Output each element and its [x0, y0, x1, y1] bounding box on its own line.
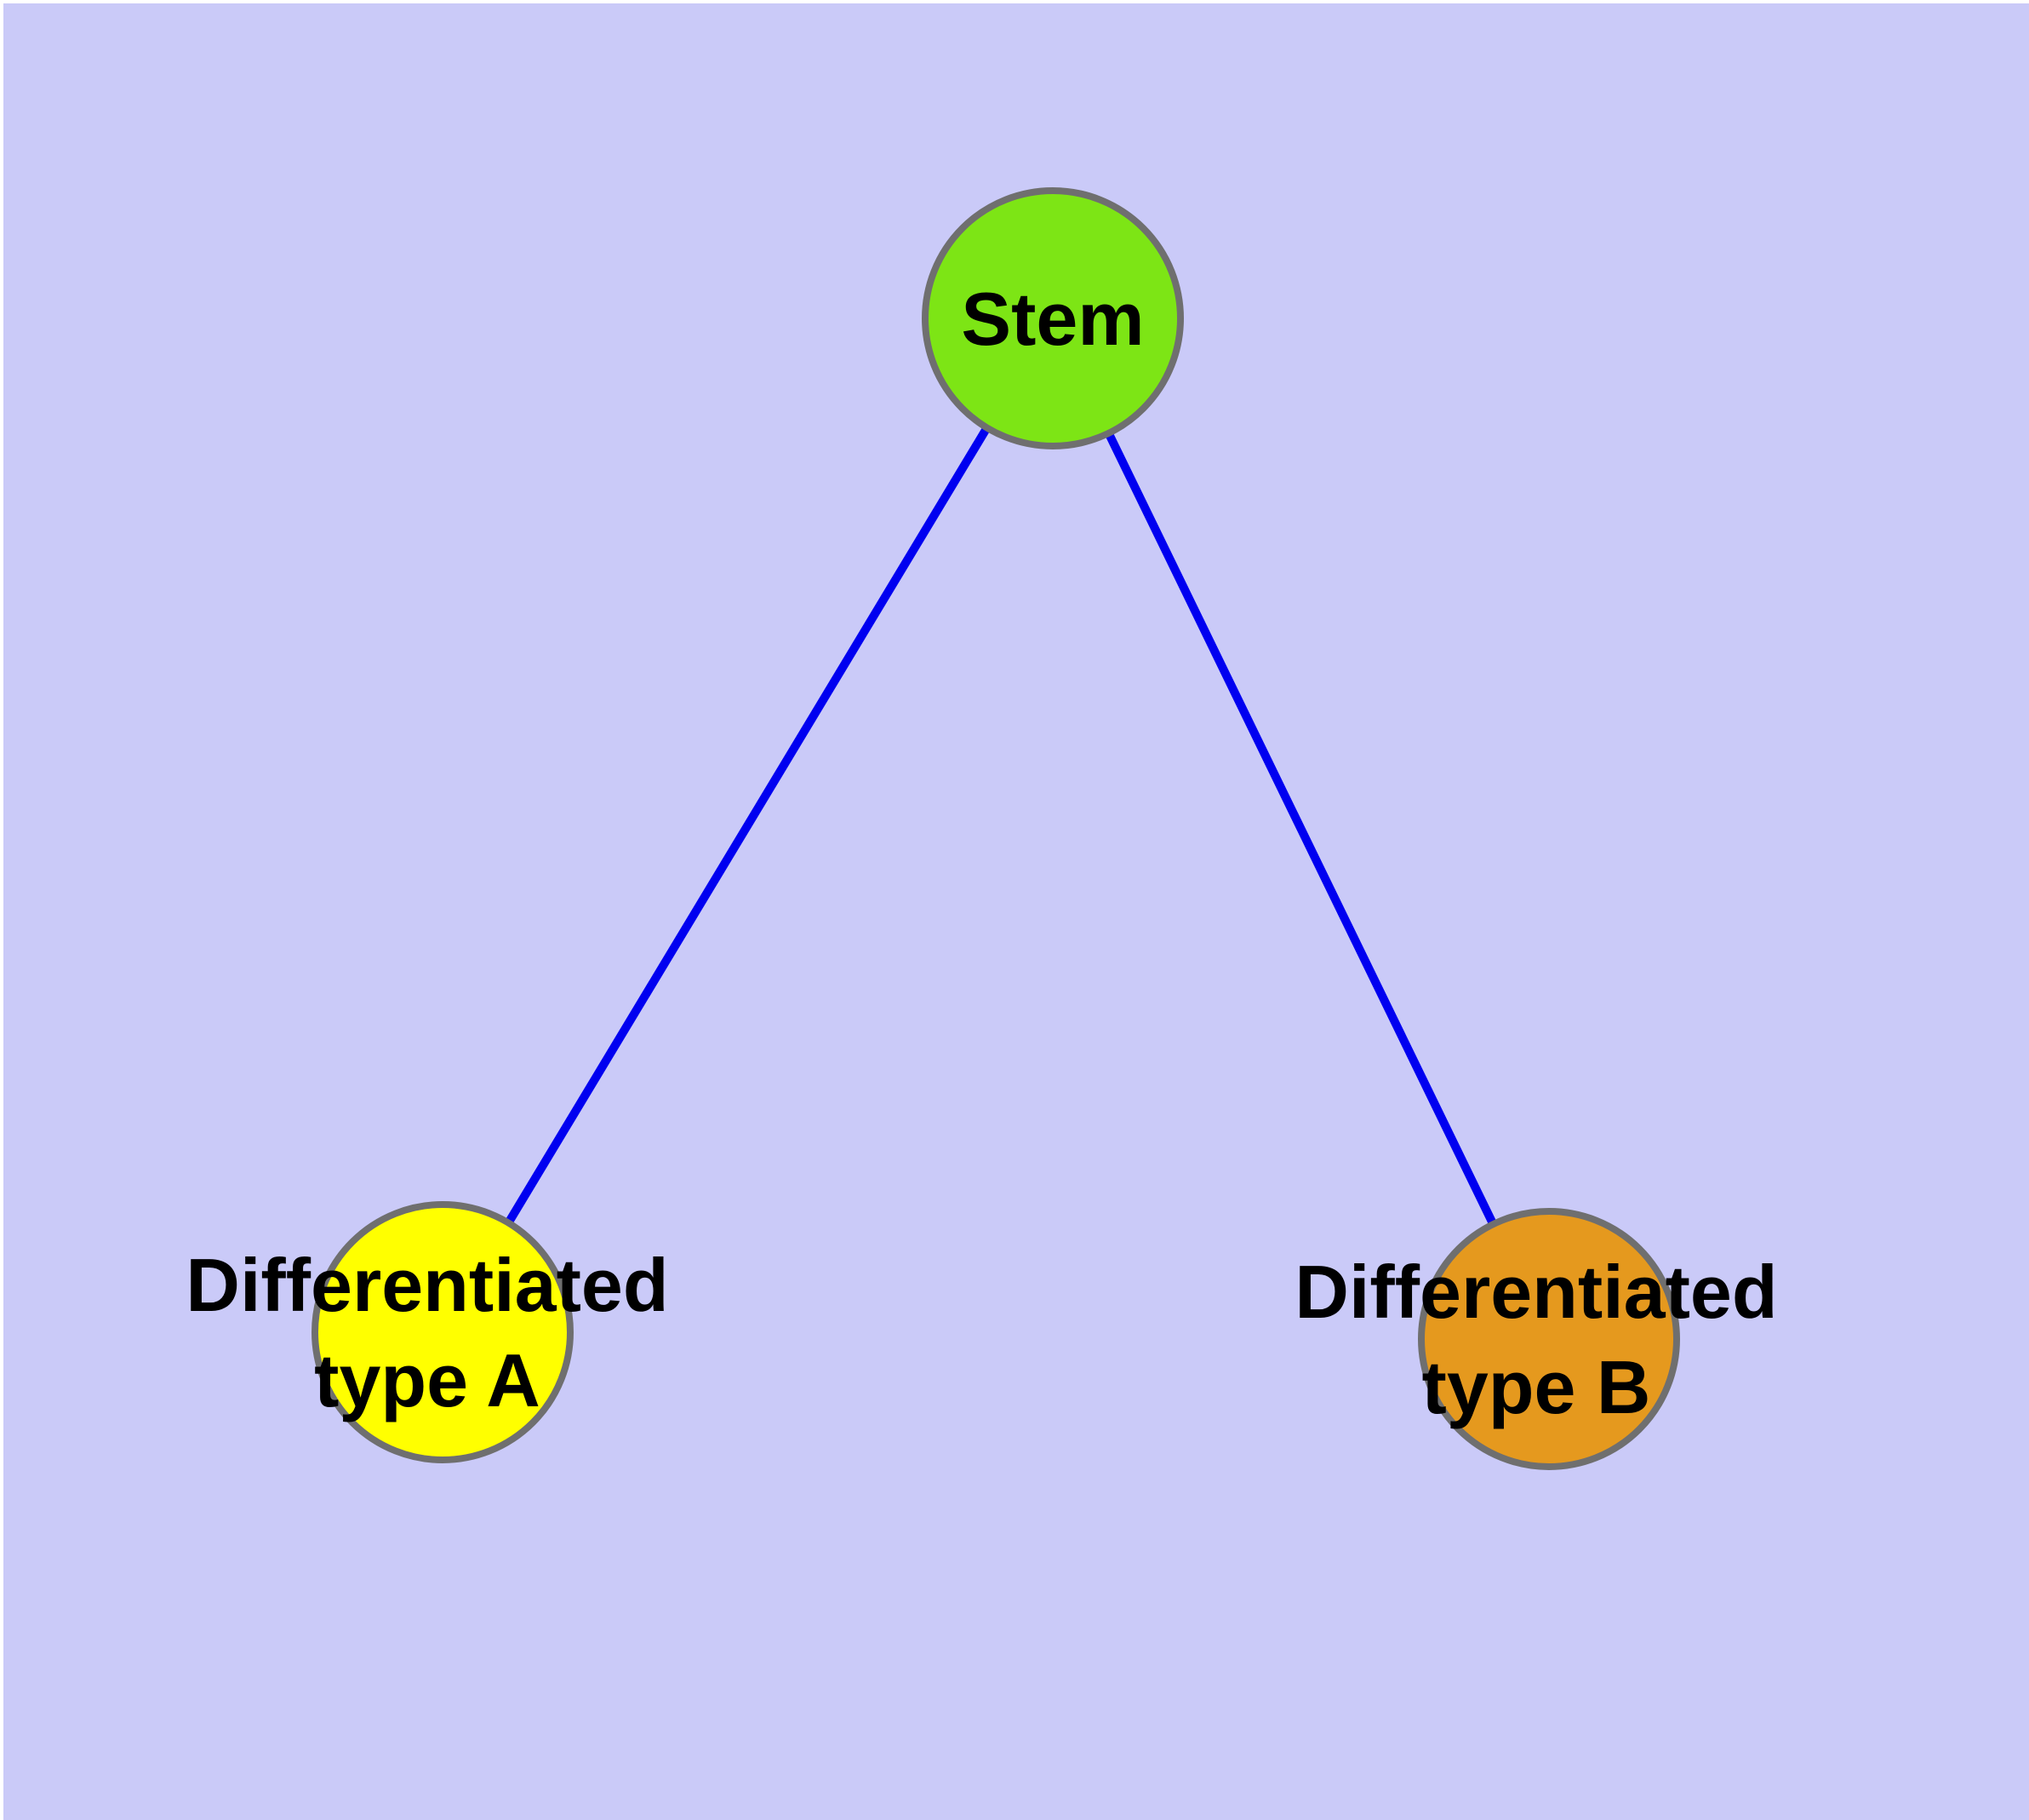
node-label-line-differentiated-type-a-1: type A	[314, 1338, 540, 1422]
node-differentiated-type-a[interactable]	[311, 1201, 574, 1463]
node-label-line-stem-0: Stem	[961, 277, 1144, 361]
node-differentiated-type-b[interactable]	[1418, 1208, 1680, 1470]
edge-stem-to-differentiated-type-a	[438, 316, 1057, 1335]
node-label-line-differentiated-type-b-1: type B	[1422, 1345, 1651, 1429]
node-label-line-differentiated-type-a-0: Differentiated	[186, 1243, 668, 1327]
node-label-stem: Stem	[961, 277, 1144, 361]
node-label-differentiated-type-b: Differentiated type B	[1295, 1250, 1777, 1429]
node-label-differentiated-type-a: Differentiated type A	[186, 1243, 668, 1422]
edge-stem-to-differentiated-type-b	[1049, 316, 1553, 1342]
node-stem[interactable]	[922, 187, 1184, 449]
node-label-line-differentiated-type-b-0: Differentiated	[1295, 1250, 1777, 1334]
